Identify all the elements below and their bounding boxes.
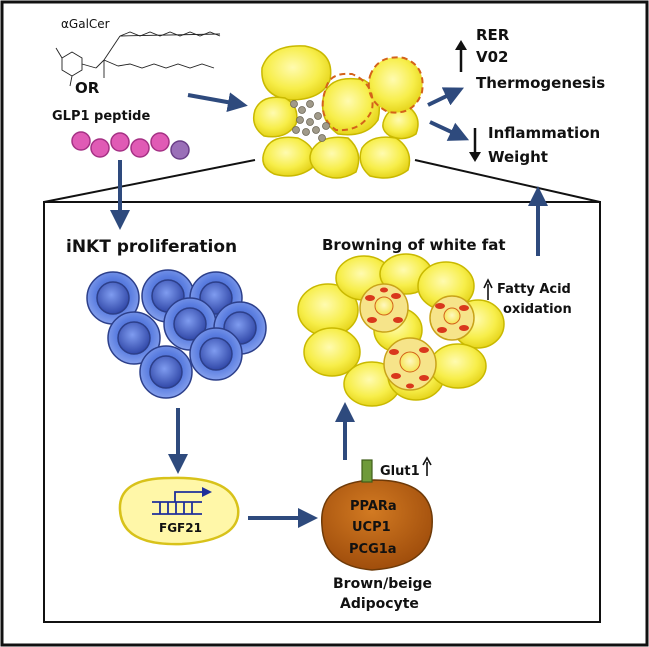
brown-adipocyte-cell: [321, 479, 433, 571]
glp1-label: GLP1 peptide: [52, 109, 150, 124]
transcription-arrow-icon: [202, 487, 212, 497]
marker-ucp1: UCP1: [352, 520, 391, 535]
beige-adipocyte-2: [429, 295, 475, 341]
zoom-line-right: [414, 159, 601, 203]
dashed-fat-cell-1: [367, 56, 424, 114]
agalcer-structure-icon: [55, 31, 221, 87]
oxidation-label: oxidation: [503, 302, 572, 317]
arrow-to-up-outcomes: [427, 87, 465, 107]
agalcer-label: αGalCer: [61, 17, 110, 31]
dashed-fat-cell-2: [321, 72, 374, 132]
browning-label: Browning of white fat: [322, 236, 506, 254]
outcome-weight: Weight: [488, 148, 548, 166]
glp1-peptide-icon: [71, 131, 190, 160]
marker-ppara: PPARa: [350, 499, 397, 514]
glut1-up-arrowhead-icon: [422, 456, 432, 466]
or-label: OR: [75, 79, 100, 97]
fgf21-label: FGF21: [159, 521, 202, 535]
glut1-transporter-icon: [361, 459, 373, 483]
inkt-proliferation-label: iNKT proliferation: [66, 237, 237, 257]
brown-beige-label: Brown/beige: [333, 576, 432, 592]
glut1-label: Glut1: [380, 464, 420, 479]
outcome-inflammation: Inflammation: [488, 124, 600, 142]
white-fat-cluster: [252, 45, 419, 179]
inner-frame: [43, 201, 601, 623]
outcome-rer: RER: [476, 26, 510, 44]
beige-adipocyte-3: [383, 337, 437, 391]
increase-arrowhead-icon: [455, 40, 467, 50]
small-immune-dots: [290, 100, 330, 142]
fatty-acid-up-arrowhead-icon: [483, 278, 493, 289]
zoom-line-left: [43, 159, 256, 203]
outcome-vo2: V02: [476, 48, 508, 66]
arrow-agents-to-fat: [187, 92, 248, 113]
inkt-cells-cluster: [86, 269, 267, 399]
arrow-to-down-outcomes: [429, 120, 470, 141]
fatty-acid-label: Fatty Acid: [497, 282, 571, 297]
adipocyte-label: Adipocyte: [340, 596, 419, 612]
marker-pcg1a: PCG1a: [349, 542, 397, 557]
beige-adipocyte-1: [359, 283, 409, 333]
outcome-thermogenesis: Thermogenesis: [476, 74, 605, 92]
fgf21-cell: [118, 476, 240, 546]
browning-fat-cluster: [297, 253, 505, 407]
gene-promoter-icon: [152, 491, 204, 515]
decrease-arrowhead-icon: [469, 152, 481, 162]
